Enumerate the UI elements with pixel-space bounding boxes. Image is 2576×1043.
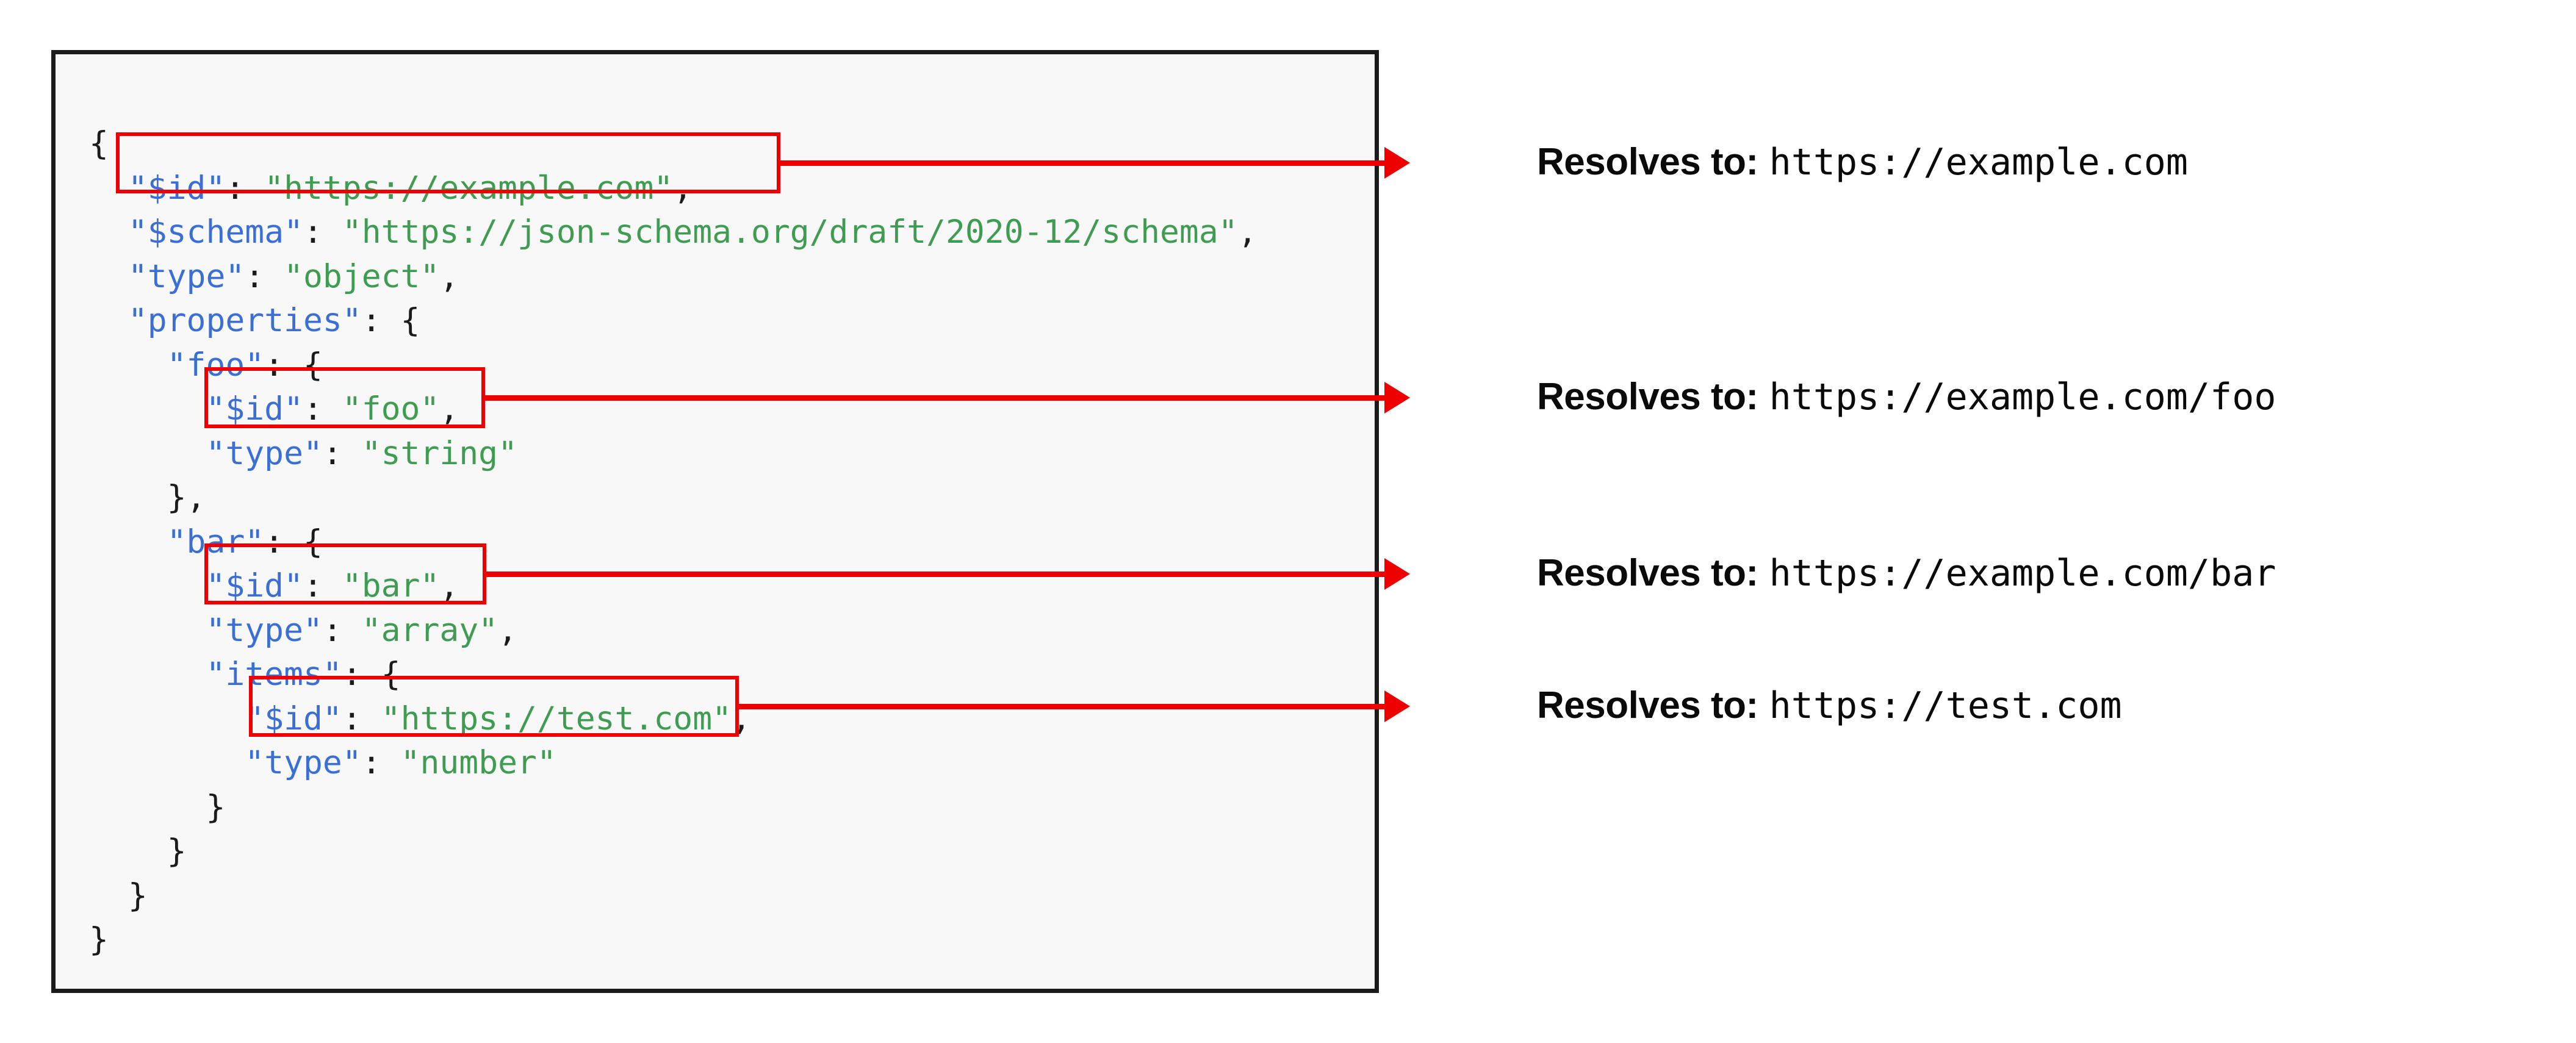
- code-token-s: "foo": [342, 390, 440, 428]
- code-token-s: "object": [284, 257, 440, 295]
- code-token-k: "$id": [206, 567, 303, 604]
- code-token-k: "bar": [167, 523, 265, 561]
- json-schema-code-panel: { "$id": "https://example.com", "$schema…: [51, 50, 1379, 993]
- code-token-k: "foo": [167, 346, 265, 384]
- json-schema-code-block: { "$id": "https://example.com", "$schema…: [89, 122, 1257, 962]
- arrow-line-root-id-arrow: [780, 160, 1384, 166]
- resolves-to-label: Resolves to:: [1537, 376, 1758, 418]
- code-token-p: ,: [439, 567, 459, 604]
- code-token-k: "$id": [128, 169, 226, 207]
- code-token-p: : {: [264, 523, 323, 561]
- resolved-uri-value: https://test.com: [1769, 684, 2122, 727]
- code-token-p: :: [303, 390, 342, 428]
- code-line: "properties": {: [89, 299, 1257, 343]
- code-token-k: "type": [245, 744, 362, 781]
- code-line: "type": "array",: [89, 609, 1257, 653]
- resolves-to-label: Resolves to:: [1537, 141, 1758, 183]
- code-token-k: "$id": [245, 700, 342, 737]
- code-token-p: ,: [673, 169, 693, 207]
- code-token-k: "type": [128, 257, 245, 295]
- code-line: "bar": {: [89, 520, 1257, 565]
- code-token-k: "items": [206, 656, 342, 693]
- code-token-p: :: [342, 700, 381, 737]
- code-line: }: [89, 786, 1257, 830]
- code-token-p: ,: [498, 611, 518, 649]
- code-token-p: :: [225, 169, 265, 207]
- arrow-line-items-id-arrow: [739, 704, 1384, 709]
- code-token-s: "string": [361, 434, 518, 472]
- arrow-head-root-id-arrow: [1384, 147, 1410, 179]
- resolved-uri-value: https://example.com/foo: [1769, 376, 2276, 418]
- code-token-k: "$id": [206, 390, 303, 428]
- code-token-s: "number": [400, 744, 556, 781]
- code-token-p: : {: [342, 656, 401, 693]
- code-line: }: [89, 918, 1257, 962]
- code-line: "type": "number": [89, 741, 1257, 786]
- resolved-uri-value: https://example.com: [1769, 141, 2189, 184]
- resolves-to-label: Resolves to:: [1537, 552, 1758, 594]
- code-token-k: "type": [206, 611, 323, 649]
- code-token-k: "type": [206, 434, 323, 472]
- resolves-foo: Resolves to: https://example.com/foo: [1537, 375, 2276, 418]
- code-token-s: "array": [361, 611, 498, 649]
- arrow-line-foo-id-arrow: [485, 395, 1384, 401]
- arrow-head-items-id-arrow: [1384, 690, 1410, 722]
- code-line: }: [89, 830, 1257, 874]
- resolves-to-label: Resolves to:: [1537, 684, 1758, 726]
- code-token-s: "https://json-schema.org/draft/2020-12/s…: [342, 213, 1238, 251]
- code-token-p: }: [206, 788, 226, 826]
- code-token-p: ,: [439, 390, 459, 428]
- code-token-p: :: [361, 744, 401, 781]
- code-token-p: {: [89, 125, 109, 162]
- arrow-line-bar-id-arrow: [486, 572, 1384, 577]
- code-line: "type": "object",: [89, 255, 1257, 299]
- resolved-uri-value: https://example.com/bar: [1769, 552, 2276, 595]
- code-token-p: ,: [1237, 213, 1257, 251]
- code-line: {: [89, 122, 1257, 167]
- code-line: "$id": "foo",: [89, 387, 1257, 432]
- code-token-p: }: [89, 921, 109, 958]
- arrow-head-bar-id-arrow: [1384, 558, 1410, 590]
- code-token-p: :: [245, 257, 284, 295]
- arrow-head-foo-id-arrow: [1384, 382, 1410, 414]
- code-token-p: ,: [439, 257, 459, 295]
- code-token-s: "bar": [342, 567, 440, 604]
- code-token-k: "properties": [128, 302, 362, 339]
- code-line: }: [89, 874, 1257, 919]
- code-token-p: :: [322, 611, 362, 649]
- code-line: "$id": "https://example.com",: [89, 167, 1257, 211]
- code-token-k: "$schema": [128, 213, 304, 251]
- resolves-bar: Resolves to: https://example.com/bar: [1537, 551, 2276, 595]
- code-token-p: },: [167, 479, 206, 516]
- code-line: },: [89, 476, 1257, 520]
- code-token-p: }: [167, 833, 187, 870]
- code-line: "$schema": "https://json-schema.org/draf…: [89, 210, 1257, 255]
- code-token-s: "https://example.com": [264, 169, 674, 207]
- code-line: "$id": "bar",: [89, 564, 1257, 609]
- code-token-s: "https://test.com": [381, 700, 732, 737]
- code-line: "items": {: [89, 653, 1257, 697]
- resolves-items: Resolves to: https://test.com: [1537, 684, 2122, 727]
- code-token-p: :: [303, 213, 342, 251]
- code-token-p: :: [322, 434, 362, 472]
- code-token-p: :: [303, 567, 342, 604]
- code-token-p: : {: [361, 302, 420, 339]
- code-line: "foo": {: [89, 343, 1257, 388]
- code-line: "type": "string": [89, 432, 1257, 476]
- resolves-root: Resolves to: https://example.com: [1537, 140, 2188, 184]
- code-token-p: : {: [264, 346, 323, 384]
- code-token-p: }: [128, 876, 148, 914]
